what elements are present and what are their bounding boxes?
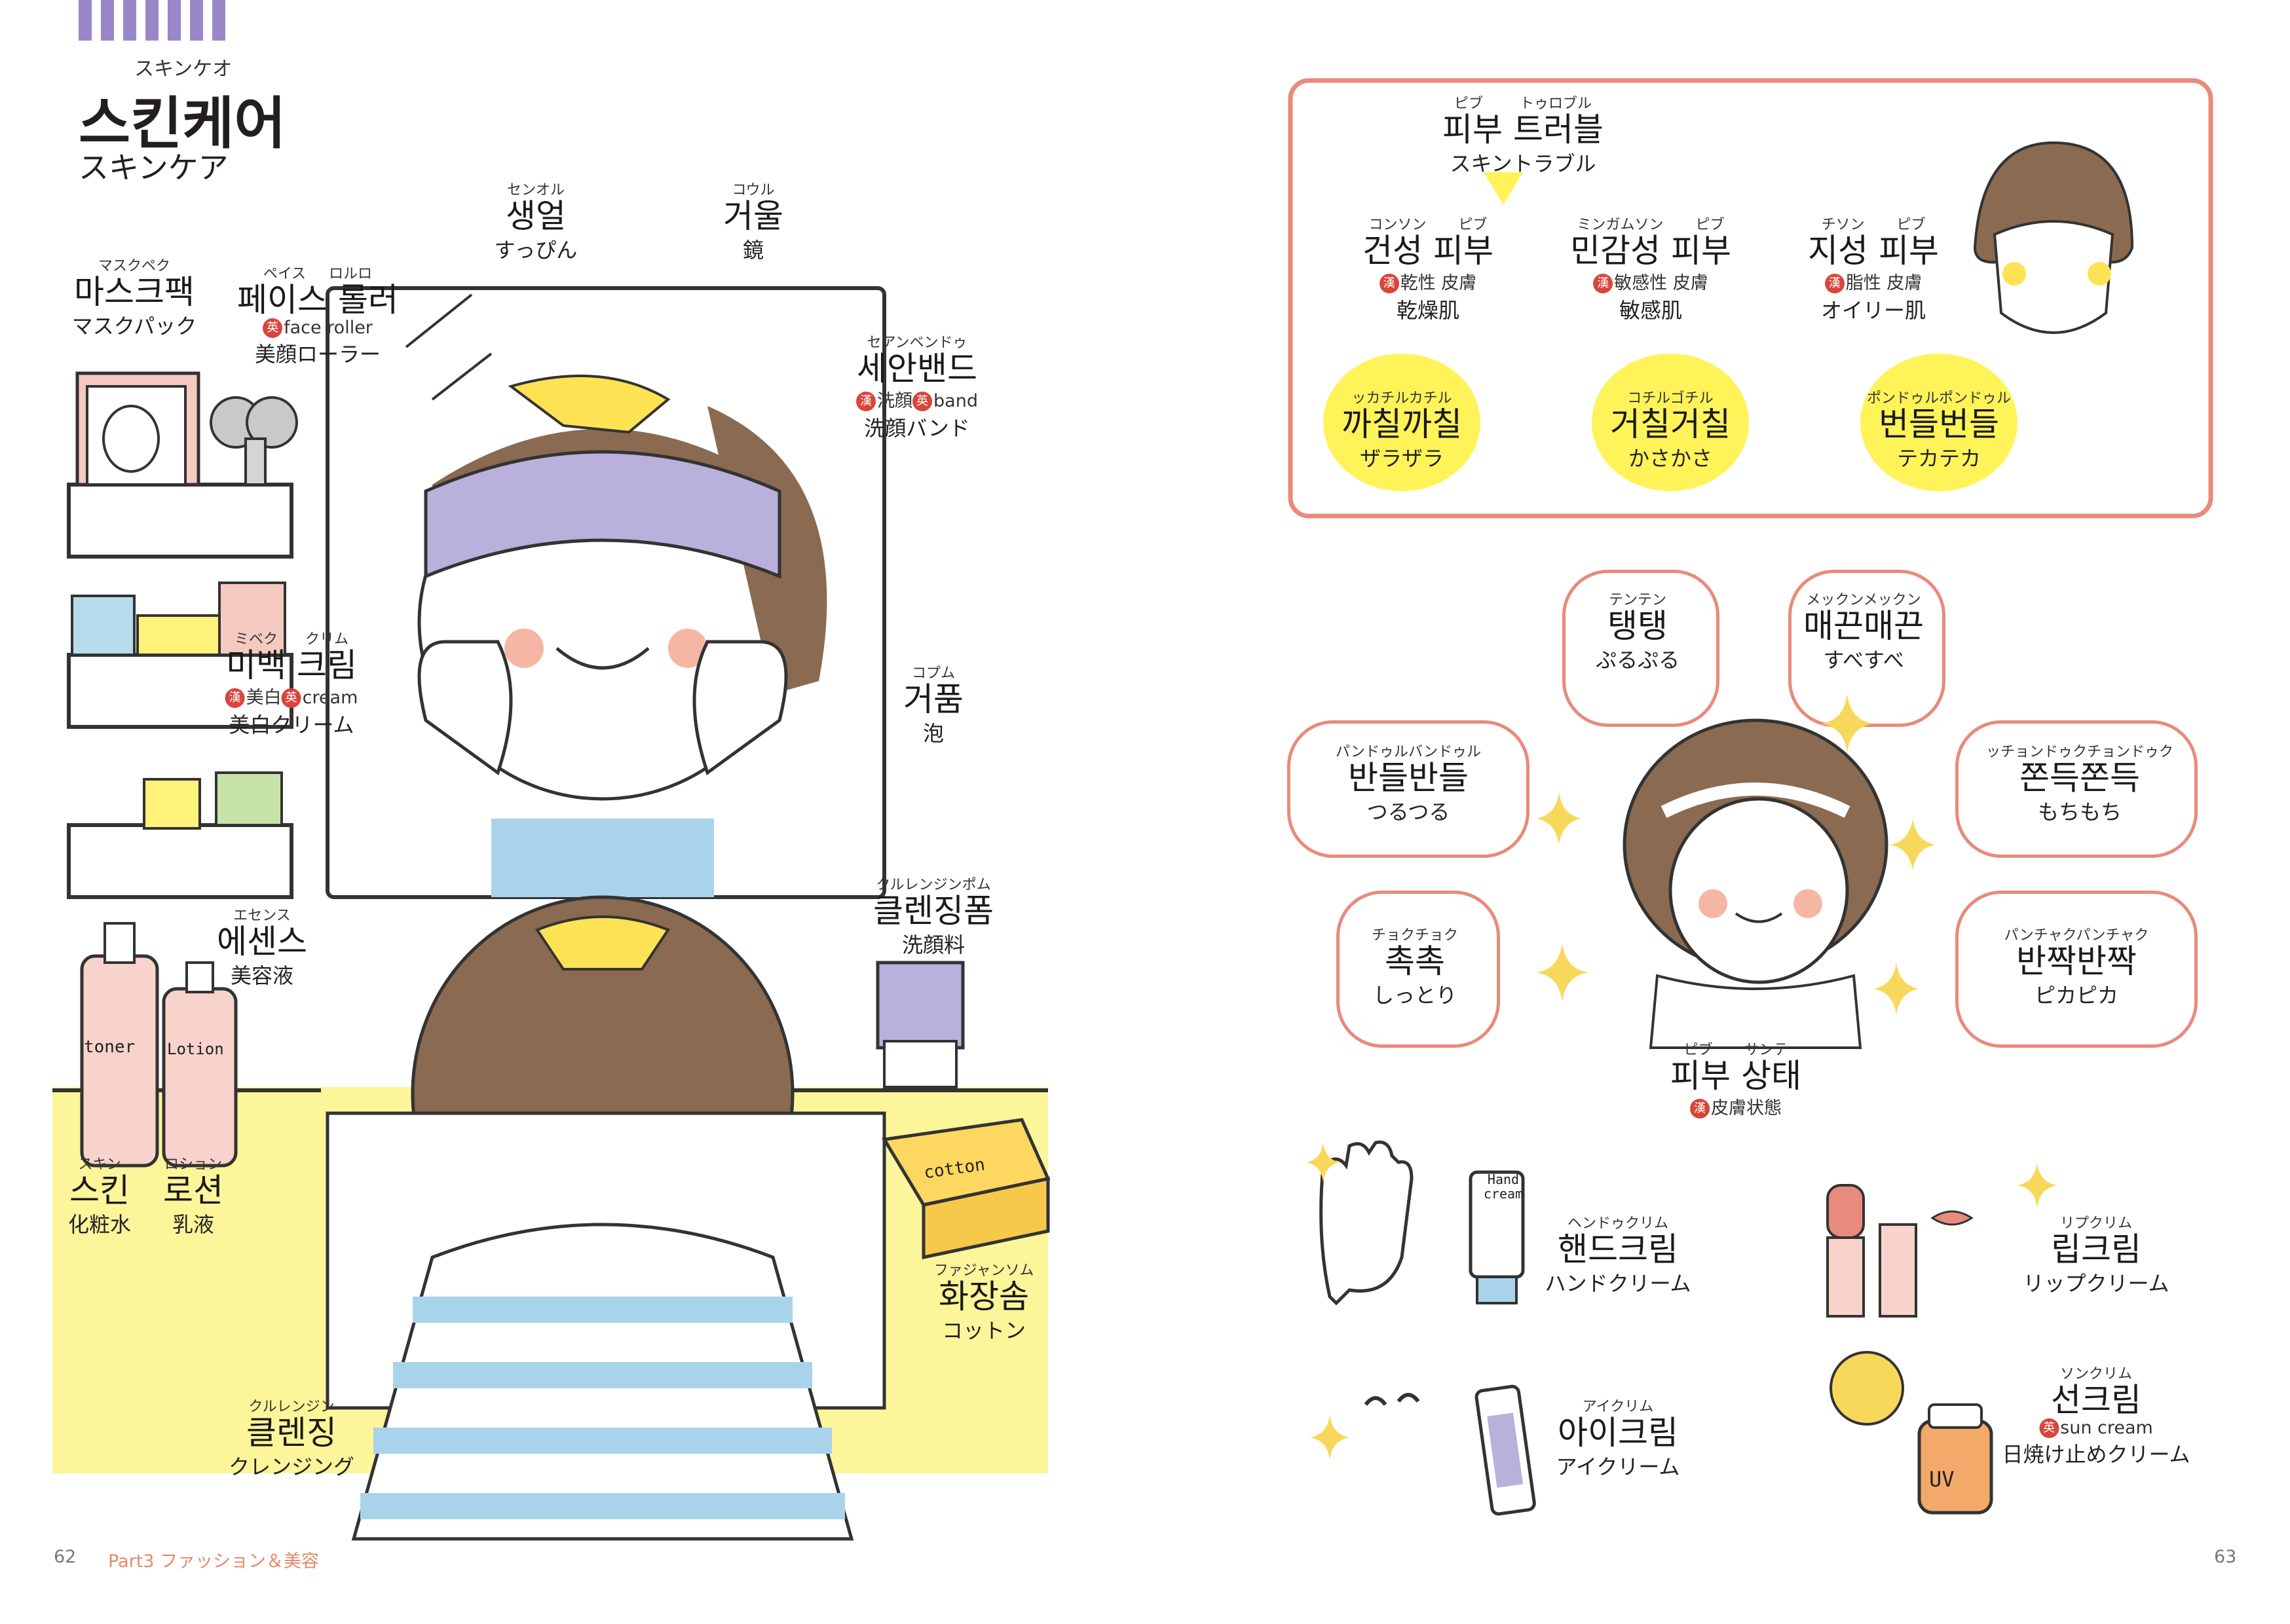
eye-cream-illustration (1364, 1384, 1536, 1516)
rough-skin-bubble (1323, 354, 1480, 491)
sparkle-icon (2018, 1162, 2057, 1208)
header-decoration (79, 0, 225, 41)
skin-toner-label: スキン 스킨 化粧水 (67, 1156, 132, 1237)
flaky-onomato-label: コチルゴチル 거칠거칠 かさかさ (1610, 390, 1731, 471)
flaky-skin-bubble (1592, 354, 1749, 491)
sparkle-icon (1821, 694, 1873, 753)
sun-cream-illustration (1830, 1351, 1993, 1515)
bubble-smooth (1788, 570, 1945, 727)
kanji-badge: 漢 (1690, 1099, 1710, 1118)
rough-onomato-label: ッカチルカチル 까칠까칠 ザラザラ (1342, 390, 1462, 471)
lip-cream-illustration (1826, 1184, 1974, 1318)
foam-label: コプム 거품 泡 (903, 665, 964, 746)
oily-skin-label: チソン ピブ 지성 피부 漢脂性 皮膚 オイリー肌 (1808, 217, 1939, 323)
mask-pack-label: マスクペク 마스크팩 マスクパック (71, 258, 197, 339)
page-title: 스킨케어 (79, 91, 286, 157)
page-number-right: 63 (2214, 1547, 2237, 1567)
center-girl-illustration (1623, 718, 1888, 1049)
shiny-label: パンチャクパンチャク 반짝반짝 ピカピカ (2004, 927, 2149, 1008)
english-badge: 英 (912, 392, 933, 411)
english-badge: 英 (281, 688, 301, 708)
kanji-badge: 漢 (1379, 274, 1399, 293)
bubble-moist (1336, 891, 1500, 1048)
english-badge: 英 (2039, 1418, 2059, 1438)
hand-cream-tube-label: Hand cream (1483, 1172, 1524, 1202)
skin-trouble-label: ピブ トゥロブル 피부 트러블 スキントラブル (1442, 96, 1604, 176)
bubble-firm (1562, 570, 1719, 727)
skin-trouble-frame (1288, 78, 2213, 519)
part-title: Part3 ファッション＆美容 (108, 1551, 320, 1572)
dry-skin-label: コンソン ピブ 건성 피부 漢乾性 皮膚 乾燥肌 (1362, 217, 1493, 323)
cleansing-foam-label: クルレンジンポム 클렌징폼 洗顔料 (873, 877, 994, 957)
title-ruby: スキンケオ (134, 58, 233, 81)
page-subtitle: スキンケア (79, 150, 229, 185)
sparkle-icon (1536, 943, 1588, 1002)
cotton-pad-label: ファジャンソム 화장솜 コットン (933, 1263, 1034, 1343)
bubble-sleek (1287, 720, 1530, 858)
english-badge: 英 (263, 318, 283, 338)
greasy-onomato-label: ポンドゥルポンドゥル 번들번들 テカテカ (1866, 390, 2012, 471)
firm-label: テンテン 탱탱 ぷるぷる (1595, 592, 1680, 673)
sparkle-icon (1873, 963, 1919, 1015)
bubble-shiny (1955, 891, 2198, 1048)
sparkle-icon (1307, 1143, 1340, 1182)
hand-cream-illustration (1319, 1140, 1525, 1306)
sensitive-skin-label: ミンガムソン ピブ 민감성 피부 漢敏感性 皮膚 敏感肌 (1570, 217, 1731, 323)
lip-cream-label: リプクリム 립크림 リップクリーム (2023, 1215, 2169, 1296)
kanji-badge: 漢 (1593, 274, 1613, 293)
kanji-badge: 漢 (856, 392, 876, 411)
bare-face-label: センオル 생얼 すっぴん (494, 182, 578, 263)
greasy-skin-bubble (1860, 354, 2018, 491)
skin-condition-label: ピブ サンテ 피부 상태 漢皮膚状態 (1670, 1042, 1801, 1118)
sparkle-icon (1310, 1414, 1349, 1460)
eye-cream-label: アイクリム 아이크림 アイクリーム (1556, 1399, 1680, 1479)
sparkle-icon (1890, 819, 1936, 871)
cleansing-label: クルレンジン 클렌징 クレンジング (228, 1399, 355, 1479)
toner-bottle-label: toner (84, 1037, 136, 1057)
sleek-label: パンドゥルバンドゥル 반들반들 つるつる (1335, 744, 1482, 824)
hand-cream-label: ヘンドゥクリム 핸드크림 ハンドクリーム (1545, 1215, 1691, 1296)
lotion-label: ロション 로션 乳液 (163, 1156, 223, 1237)
uv-bottle-label: UV (1929, 1467, 1955, 1492)
bubble-chewy (1955, 720, 2198, 858)
skincare-scene-illustration (52, 286, 1051, 1541)
page-number-left: 62 (54, 1547, 77, 1567)
sparkle-icon (1536, 792, 1582, 845)
mirror-label: コウル 거울 鏡 (723, 182, 783, 263)
essence-label: エセンス 에센스 美容液 (217, 908, 307, 988)
moist-label: チョクチョク 촉촉 しっとり (1371, 927, 1459, 1008)
kanji-badge: 漢 (225, 688, 245, 708)
lotion-bottle-label: Lotion (167, 1040, 224, 1058)
kanji-badge: 漢 (1824, 274, 1845, 293)
chewy-label: ッチョンドゥクチョンドゥク 쫀득쫀득 もちもち (1985, 744, 2174, 824)
smooth-label: メックンメックン 매끈매끈 すべすべ (1803, 592, 1924, 673)
